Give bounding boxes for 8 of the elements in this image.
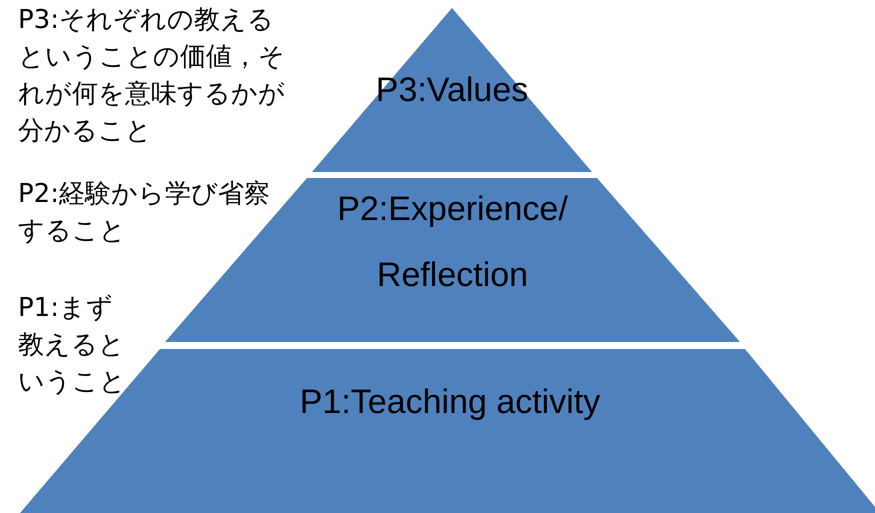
level-label: P3:Values [374,70,530,110]
level-label: P1:Teaching activity [298,382,602,422]
pyramid-level [165,178,740,342]
level-label: P2:Experience/ Reflection [336,189,569,296]
note-text: P3:それぞれの教えるということの価値，それが何を意味するかが分かること [18,4,286,148]
note-text: P2:経験から学び省察すること [18,178,271,248]
pyramid-level [312,8,592,172]
note-text: P1:まず教えるということ [18,292,127,399]
